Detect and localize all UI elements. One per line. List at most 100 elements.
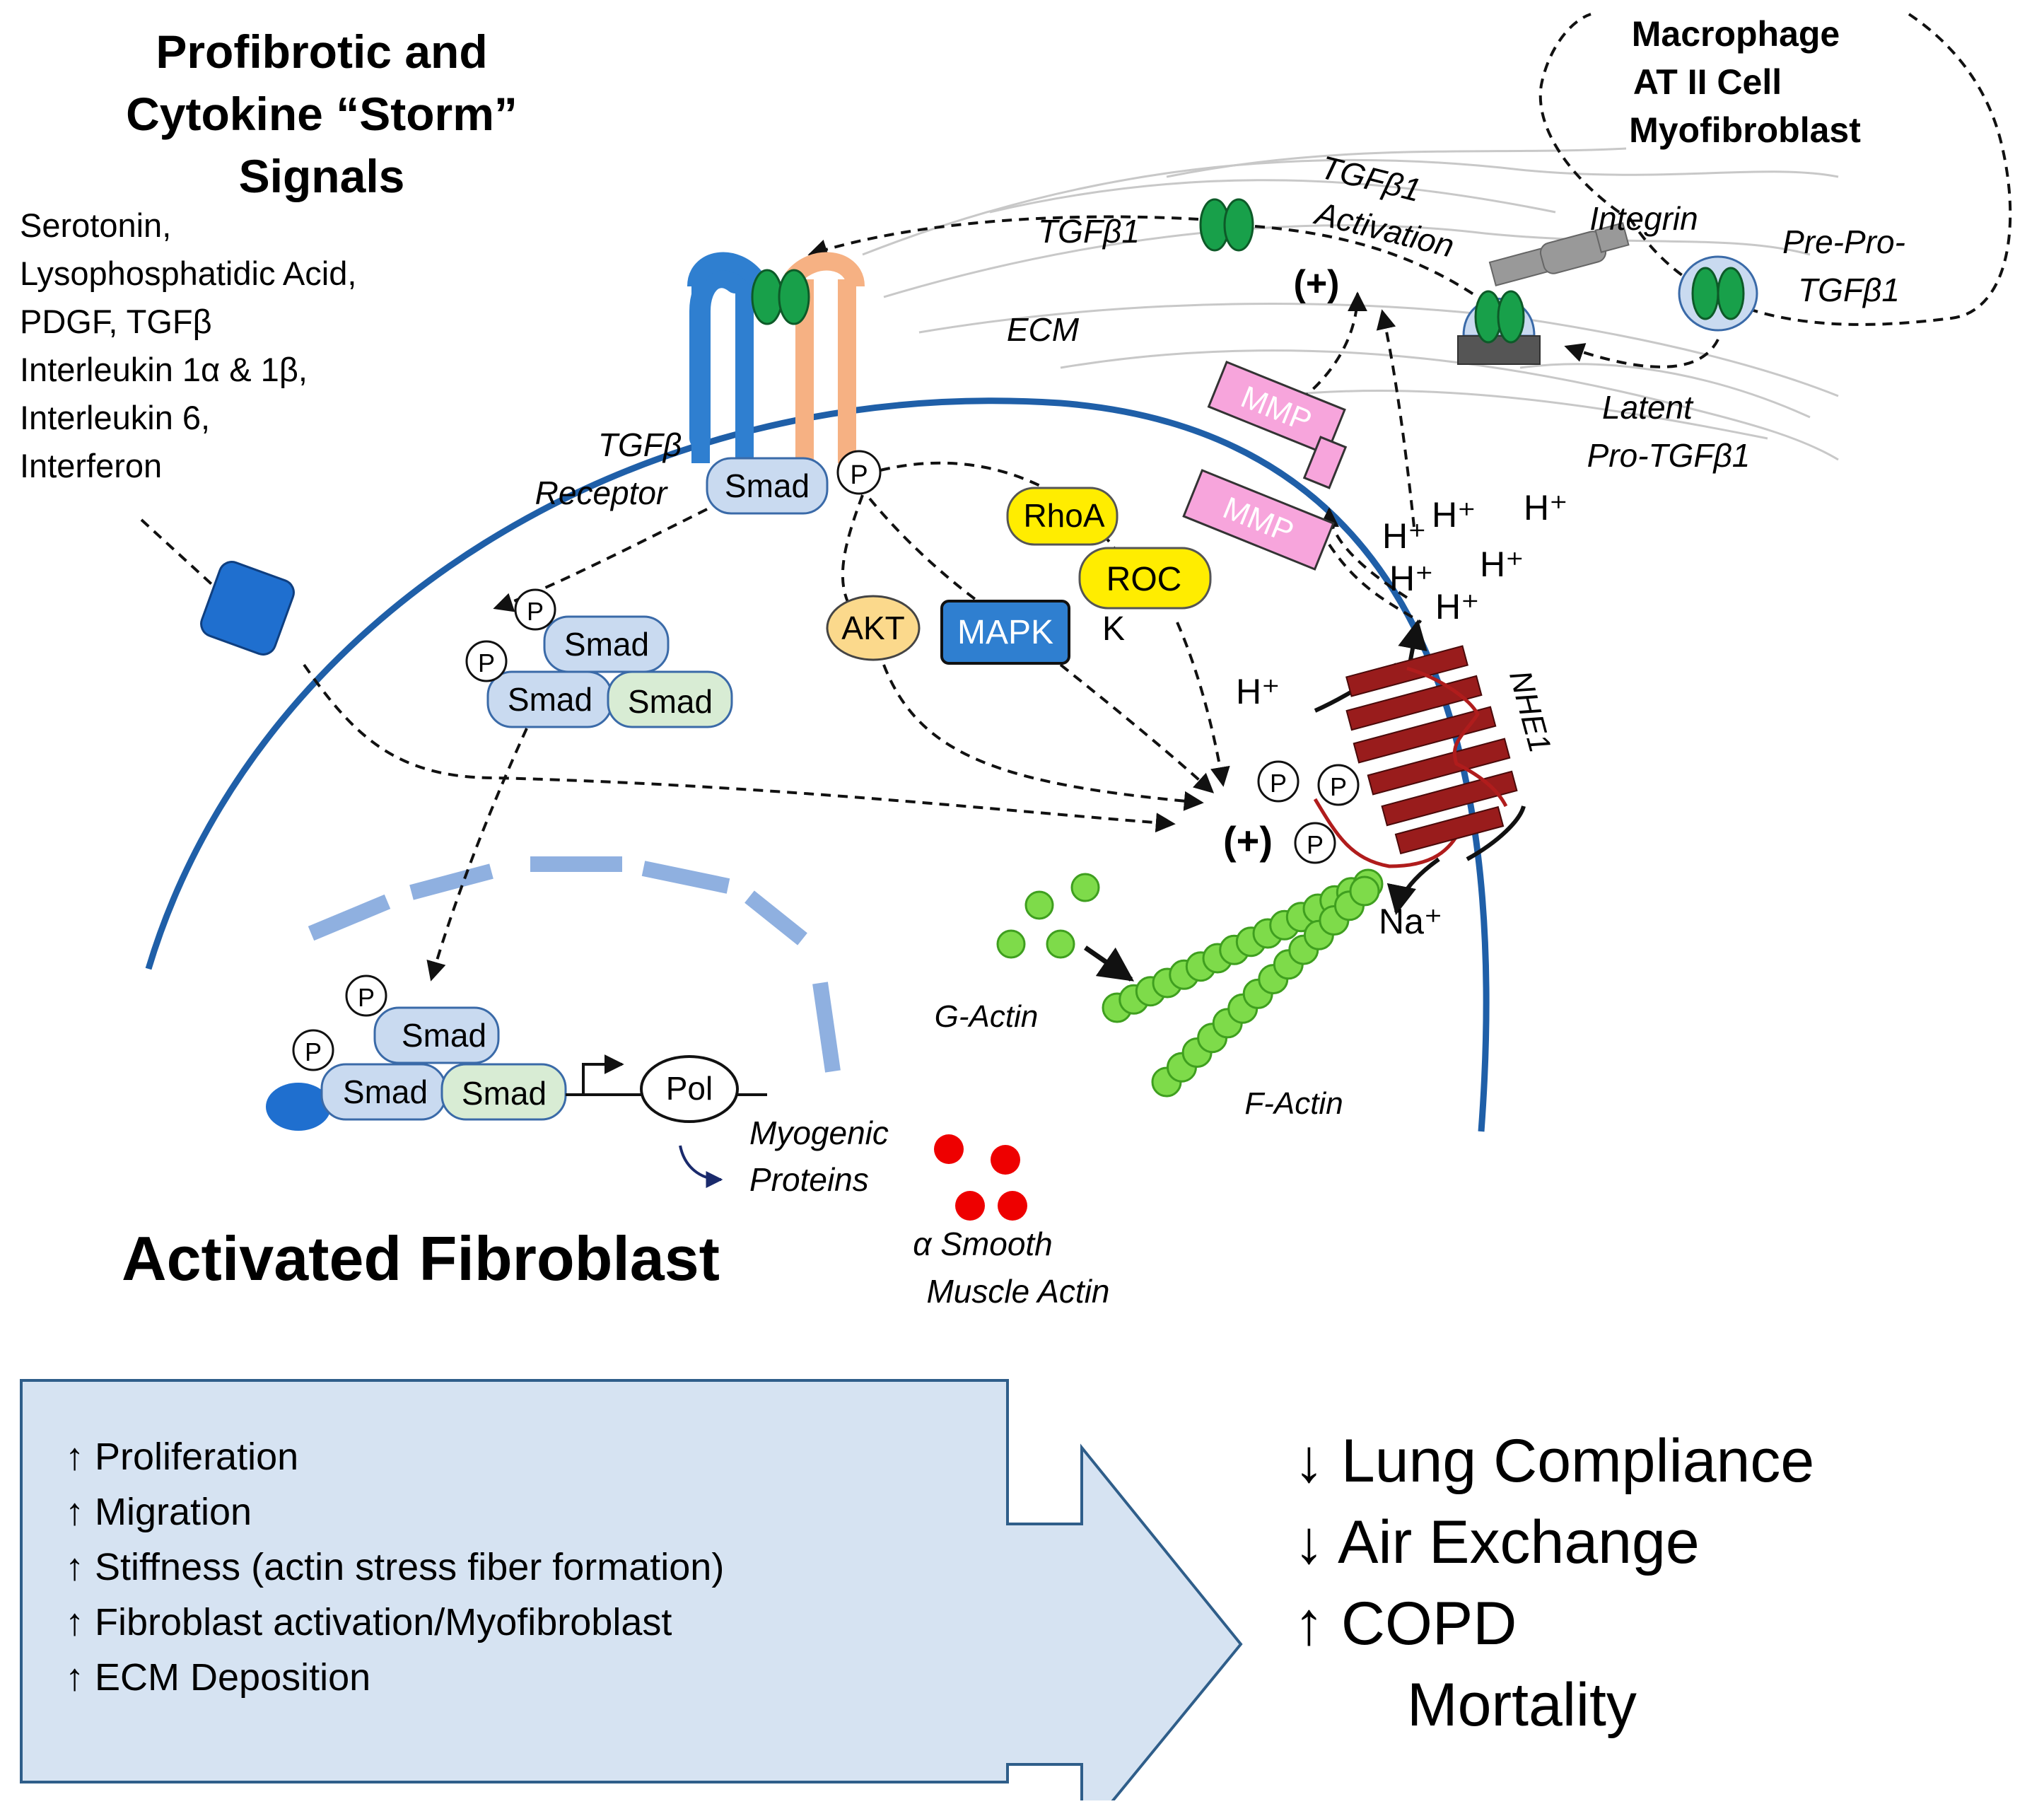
f-actin-bead xyxy=(1349,875,1380,907)
nhe1-transporter xyxy=(1313,619,1526,916)
effect-item: ↑ ECM Deposition xyxy=(65,1656,370,1699)
svg-text:Smad: Smad xyxy=(725,467,810,504)
svg-text:MAPK: MAPK xyxy=(957,614,1053,651)
myogenic-proteins-label: Myogenic Proteins xyxy=(749,1115,889,1198)
nhe1-phospho-sites: P P P xyxy=(1257,760,1360,864)
outcome-item: ↓ Air Exchange xyxy=(1294,1508,1700,1576)
transcription-arrow xyxy=(679,1145,723,1188)
activated-fibroblast-label: Activated Fibroblast xyxy=(122,1223,720,1293)
svg-text:Smad: Smad xyxy=(402,1017,486,1054)
effect-item: ↑ Fibroblast activation/Myofibroblast xyxy=(65,1601,672,1643)
signal-item: Interleukin 1α & 1β, xyxy=(20,351,308,388)
svg-text:Pre-Pro-: Pre-Pro- xyxy=(1782,223,1905,260)
signals-title: Profibrotic and Cytokine “Storm” Signals xyxy=(126,25,518,202)
smad-complex-nucleus: Smad Smad Smad P P xyxy=(266,974,567,1131)
mapk-node: MAPK xyxy=(940,600,1070,665)
rock-node: ROC K xyxy=(1078,547,1212,648)
svg-text:Smad: Smad xyxy=(343,1073,428,1110)
svg-text:P: P xyxy=(1270,769,1287,798)
alpha-sma-dots xyxy=(934,1134,1027,1221)
sodium-label: Na⁺ xyxy=(1379,902,1442,941)
gene-promoter: Pol xyxy=(566,1054,767,1123)
effects-box xyxy=(20,1379,1243,1804)
nuclear-envelope xyxy=(308,856,841,1073)
outcome-item: ↑ COPD xyxy=(1294,1590,1517,1658)
tgfb1-ligand xyxy=(1199,198,1254,252)
f-actin-filament xyxy=(1102,868,1384,1098)
signal-item: Interleukin 6, xyxy=(20,399,210,436)
integrin-label: Integrin xyxy=(1589,200,1698,237)
svg-text:P: P xyxy=(305,1037,322,1066)
g-actin-monomers xyxy=(996,873,1100,959)
signals-title-line-1: Profibrotic and xyxy=(156,25,487,78)
g-actin-label: G-Actin xyxy=(935,999,1039,1034)
latent-pro-tgfb1-complex xyxy=(1457,290,1541,365)
akt-node: AKT xyxy=(826,595,921,661)
svg-text:Pro-TGFβ1: Pro-TGFβ1 xyxy=(1587,437,1751,474)
svg-text:Receptor: Receptor xyxy=(535,475,668,511)
effect-item: ↑ Stiffness (actin stress fiber formatio… xyxy=(65,1546,724,1588)
svg-text:P: P xyxy=(850,460,868,490)
cell-type-at-ii: AT II Cell xyxy=(1633,62,1782,102)
svg-text:Smad: Smad xyxy=(564,626,649,663)
tgfb-receptor-label: TGFβ Receptor xyxy=(535,426,682,511)
smad-complex-cytoplasm: Smad Smad Smad P P xyxy=(465,588,733,728)
outcomes-list: ↓ Lung Compliance ↓ Air Exchange ↑ COPD … xyxy=(1294,1427,1814,1739)
svg-text:H⁺: H⁺ xyxy=(1382,516,1427,556)
svg-text:P: P xyxy=(527,597,544,626)
mmp-lower: MMP xyxy=(1182,469,1335,571)
svg-text:H⁺: H⁺ xyxy=(1435,587,1480,627)
alpha-sma-label: α Smooth Muscle Actin xyxy=(913,1226,1109,1310)
polymerase-label: Pol xyxy=(666,1070,713,1107)
signaling-arrows xyxy=(140,215,1719,982)
svg-text:AKT: AKT xyxy=(841,610,904,646)
svg-text:Muscle Actin: Muscle Actin xyxy=(926,1273,1109,1310)
signals-list: Serotonin, Lysophosphatidic Acid, PDGF, … xyxy=(20,206,356,484)
signals-title-line-3: Signals xyxy=(239,150,405,202)
f-actin-label: F-Actin xyxy=(1244,1086,1343,1121)
signal-item: Lysophosphatidic Acid, xyxy=(20,255,356,292)
ecm-fibers xyxy=(862,147,1839,461)
latent-pro-tgfb1-label: Latent Pro-TGFβ1 xyxy=(1587,389,1751,474)
integrin xyxy=(1488,222,1630,286)
neighbor-cell-types: Macrophage AT II Cell Myofibroblast xyxy=(1629,14,1861,150)
membrane-channel xyxy=(200,561,295,656)
pre-pro-tgfb1 xyxy=(1678,255,1758,332)
cell-membrane xyxy=(145,397,1490,1132)
signal-item: Interferon xyxy=(20,447,162,484)
signal-item: PDGF, TGFβ xyxy=(20,303,212,340)
svg-text:H⁺: H⁺ xyxy=(1480,545,1524,584)
svg-text:H⁺: H⁺ xyxy=(1236,672,1280,711)
tgfb1-activation-label-2: Activation xyxy=(1310,194,1458,264)
polymerization-arrow xyxy=(1084,945,1135,982)
outcome-item: ↓ Lung Compliance xyxy=(1294,1427,1814,1495)
svg-text:TGFβ: TGFβ xyxy=(598,426,682,463)
tgfb-receptor xyxy=(687,252,865,463)
cell-type-macrophage: Macrophage xyxy=(1632,14,1840,54)
svg-text:Smad: Smad xyxy=(462,1075,547,1112)
svg-text:H⁺: H⁺ xyxy=(1432,495,1476,535)
activation-plus: (+) xyxy=(1294,263,1340,304)
svg-text:Myogenic: Myogenic xyxy=(749,1115,889,1151)
nhe1-activation-plus: (+) xyxy=(1223,818,1273,863)
svg-text:α Smooth: α Smooth xyxy=(913,1226,1053,1262)
svg-text:P: P xyxy=(478,648,495,677)
svg-text:ROC: ROC xyxy=(1106,561,1182,598)
neighbor-cell-outline xyxy=(1538,13,2012,326)
nhe1-label: NHE1 xyxy=(1502,667,1558,756)
svg-text:H⁺: H⁺ xyxy=(1389,559,1434,598)
svg-text:Smad: Smad xyxy=(508,681,592,718)
rhoa-node: RhoA xyxy=(1006,487,1119,546)
svg-text:P: P xyxy=(1307,830,1324,859)
signal-item: Serotonin, xyxy=(20,206,171,244)
svg-text:Latent: Latent xyxy=(1602,389,1694,426)
tgfb1-label: TGFβ1 xyxy=(1038,213,1140,250)
cell-type-myofibroblast: Myofibroblast xyxy=(1629,110,1861,150)
proton-labels: H⁺ H⁺ H⁺ H⁺ H⁺ H⁺ H⁺ xyxy=(1236,488,1568,711)
svg-text:RhoA: RhoA xyxy=(1023,497,1104,534)
svg-text:Proteins: Proteins xyxy=(749,1161,869,1198)
ecm-label: ECM xyxy=(1007,311,1080,348)
svg-text:TGFβ1: TGFβ1 xyxy=(1798,272,1900,308)
svg-text:P: P xyxy=(1330,772,1347,801)
svg-text:H⁺: H⁺ xyxy=(1524,488,1568,528)
